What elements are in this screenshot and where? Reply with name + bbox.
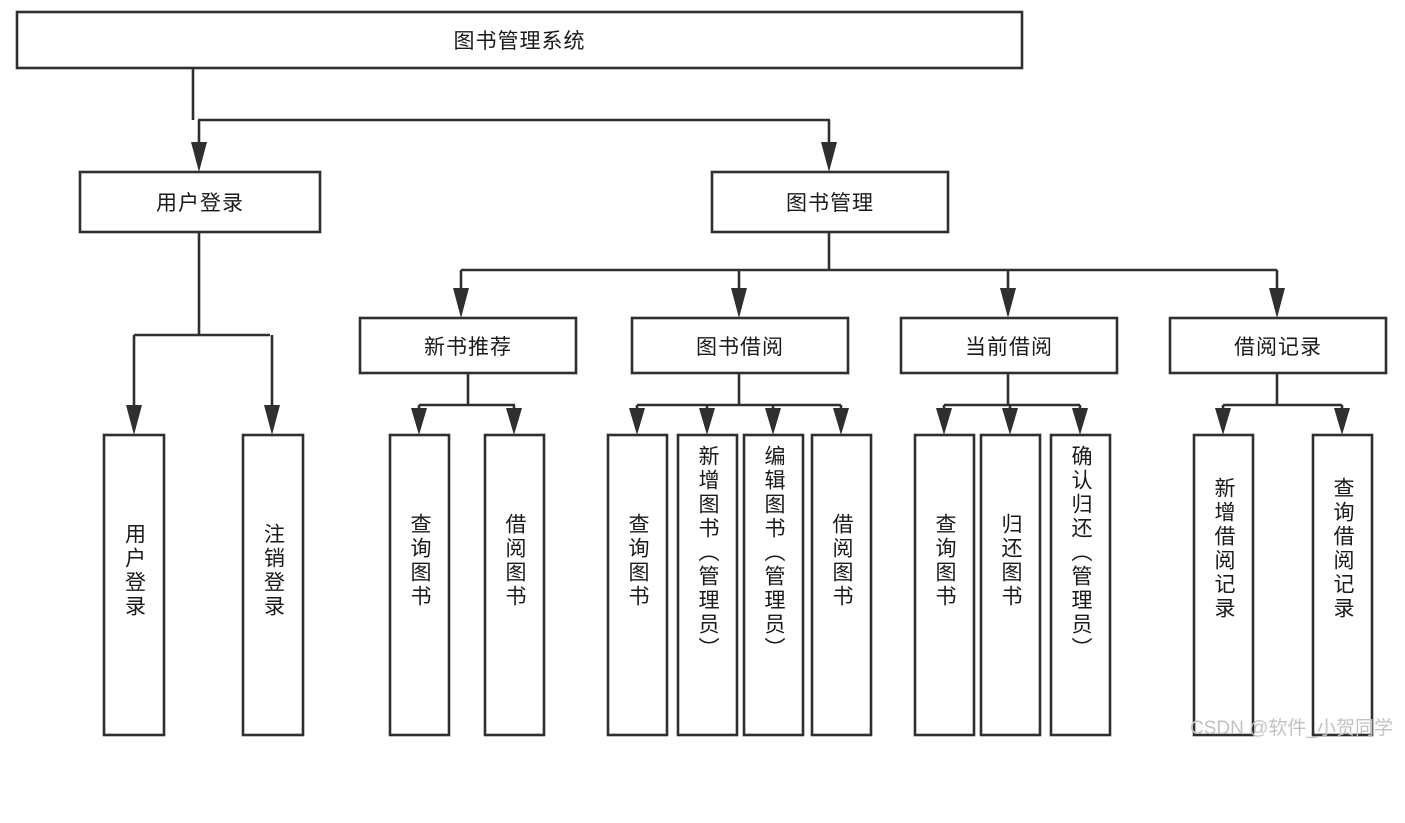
node-box-ul-child-2[interactable]	[241, 433, 305, 737]
node-box-user-login[interactable]	[78, 170, 322, 234]
node-box-bw-child-1[interactable]	[606, 433, 669, 737]
arrow-head-rc-child-2	[1334, 408, 1350, 435]
arrow-head-cb-child-1	[936, 408, 952, 435]
node-box-current-borrow[interactable]	[899, 316, 1119, 375]
arrow-head-user-login	[191, 142, 207, 172]
connector-group-book-mgmt	[453, 232, 1285, 318]
connector-group-current-borrow	[936, 373, 1088, 435]
node-box-record[interactable]	[1168, 316, 1388, 375]
arrow-head-new-book	[453, 288, 469, 318]
arrow-head-bw-child-2	[699, 408, 715, 435]
node-box-cb-child-1[interactable]	[913, 433, 976, 737]
node-box-ul-child-1[interactable]	[102, 433, 166, 737]
node-box-bw-child-2[interactable]	[676, 433, 739, 737]
connector-group-user-login	[126, 232, 280, 435]
node-box-root[interactable]	[15, 10, 1024, 70]
arrow-head-bw-child-3	[765, 408, 781, 435]
arrow-head-book-mgmt	[821, 142, 837, 172]
arrow-head-cb-child-2	[1002, 408, 1018, 435]
node-box-book-mgmt[interactable]	[710, 170, 950, 234]
arrow-head-bw-child-1	[629, 408, 645, 435]
connector-group-new-book	[411, 373, 522, 435]
arrow-head-cb-child-3	[1072, 408, 1088, 435]
arrow-head-current-borrow	[1000, 288, 1016, 318]
node-box-nb-child-2[interactable]	[483, 433, 546, 737]
node-box-bw-child-4[interactable]	[810, 433, 873, 737]
arrow-head-bw-child-4	[833, 408, 849, 435]
arrow-head-nb-child-1	[411, 408, 427, 435]
arrow-head-rc-child-1	[1215, 408, 1231, 435]
arrow-head-ul-child-1	[126, 405, 142, 435]
diagram-canvas	[15, 10, 1388, 737]
node-box-cb-child-2[interactable]	[979, 433, 1042, 737]
node-box-rc-child-1[interactable]	[1192, 433, 1255, 737]
node-box-nb-child-1[interactable]	[388, 433, 451, 737]
arrow-head-nb-child-2	[506, 408, 522, 435]
arrow-head-record	[1269, 288, 1285, 318]
connector-group-root	[191, 68, 837, 172]
node-box-borrow[interactable]	[630, 316, 850, 375]
arrow-head-ul-child-2	[264, 405, 280, 435]
node-box-rc-child-2[interactable]	[1311, 433, 1374, 737]
diagram-root: 图书管理系统 用户登录 图书管理 新书推荐 图书借阅 当前借阅 借阅记录 用户登…	[15, 10, 1393, 739]
node-box-cb-child-3[interactable]	[1049, 433, 1112, 737]
arrow-head-borrow	[731, 288, 747, 318]
connector-group-record	[1215, 373, 1350, 435]
connector-group-borrow	[629, 373, 849, 435]
node-box-bw-child-3[interactable]	[742, 433, 805, 737]
node-box-new-book[interactable]	[358, 316, 578, 375]
